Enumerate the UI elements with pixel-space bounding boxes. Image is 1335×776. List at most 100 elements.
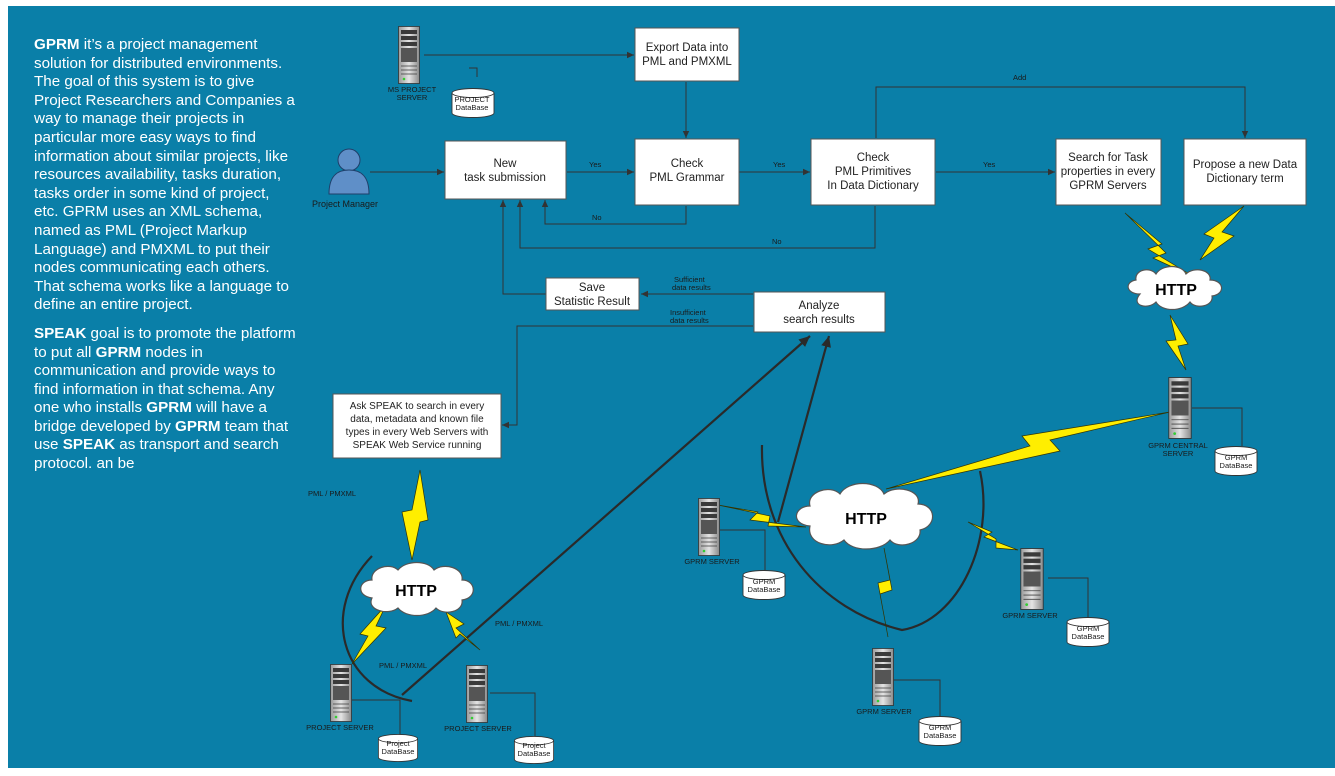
svg-text:GPRM: GPRM <box>1225 453 1248 462</box>
svg-text:Ask SPEAK to search in every: Ask SPEAK to search in every <box>350 401 485 412</box>
svg-text:New: New <box>493 158 517 170</box>
edge-label-sufficient: Sufficient <box>674 275 706 284</box>
http-cloud-left: HTTP <box>360 561 474 617</box>
edge-label-pml: PML / PMXML <box>379 661 427 670</box>
project-db-2-link <box>490 692 536 736</box>
svg-text:search results: search results <box>783 314 855 326</box>
svg-text:PROJECT SERVER: PROJECT SERVER <box>306 723 374 732</box>
project-db-1-link <box>352 699 401 736</box>
svg-text:Project: Project <box>386 739 410 748</box>
edge-label-no: No <box>592 213 602 222</box>
box-search-task: Search for Task properties in every GPRM… <box>1055 138 1162 206</box>
project-manager: Project Manager <box>312 148 378 209</box>
server-icon <box>698 498 720 556</box>
svg-text:GPRM CENTRAL: GPRM CENTRAL <box>1148 441 1208 450</box>
intro-paragraph-speak: SPEAK goal is to promote the platform to… <box>34 324 296 473</box>
svg-text:DataBase: DataBase <box>748 585 781 594</box>
box-analyze: Analyze search results <box>753 291 886 333</box>
svg-text:types in every Web Servers wit: types in every Web Servers with <box>346 427 489 438</box>
svg-text:DataBase: DataBase <box>1220 461 1253 470</box>
edge-label-pml: PML / PMXML <box>495 619 543 628</box>
svg-text:GPRM SERVER: GPRM SERVER <box>1002 611 1058 620</box>
lightning-icon <box>351 604 387 665</box>
central-db-link <box>1192 407 1243 446</box>
svg-text:MS PROJECT: MS PROJECT <box>388 85 437 94</box>
svg-text:DataBase: DataBase <box>924 731 957 740</box>
gprm-database-right: GPRM DataBase <box>1066 617 1110 647</box>
svg-text:Check: Check <box>671 158 704 170</box>
project-manager-label: Project Manager <box>312 199 378 209</box>
lightning-icon <box>885 411 1171 490</box>
edge-labels: Yes Yes Yes No No Add Sufficient data re… <box>308 73 1026 670</box>
svg-text:GPRM SERVER: GPRM SERVER <box>856 707 912 716</box>
svg-text:PROJECT SERVER: PROJECT SERVER <box>444 724 512 733</box>
edge-label-no: No <box>772 237 782 246</box>
edge-label-yes: Yes <box>773 160 785 169</box>
svg-text:task submission: task submission <box>464 172 546 184</box>
svg-text:Propose a new Data: Propose a new Data <box>1193 159 1298 171</box>
grammar-no-arrow <box>541 200 687 225</box>
server-icon <box>1020 548 1044 610</box>
connectors <box>352 51 1249 736</box>
project-database-2: Project DataBase <box>513 736 555 764</box>
intro-paragraph-gprm: GPRM it’s a project management solution … <box>34 36 295 314</box>
left-to-analyze-arrow <box>401 335 811 696</box>
project-database-1: Project DataBase <box>377 734 419 762</box>
lightning-icon <box>445 611 481 651</box>
edge-label-yes: Yes <box>983 160 995 169</box>
http-cloud-top: HTTP <box>1127 265 1223 311</box>
ms-db-link <box>469 67 478 77</box>
svg-text:properties in every: properties in every <box>1061 166 1156 178</box>
svg-text:DataBase: DataBase <box>1072 632 1105 641</box>
lightning-icon <box>1124 212 1197 279</box>
svg-text:Search for Task: Search for Task <box>1068 152 1148 164</box>
box-ask-speak: Ask SPEAK to search in every data, metad… <box>332 393 502 459</box>
svg-text:DataBase: DataBase <box>382 747 415 756</box>
lightning-bolts <box>351 205 1245 665</box>
svg-text:DataBase: DataBase <box>456 103 489 112</box>
ms-project-database: PROJECT DataBase <box>451 88 495 118</box>
svg-text:HTTP: HTTP <box>1155 282 1197 299</box>
edge-label-add: Add <box>1013 73 1026 82</box>
project-server-2: PROJECT SERVER <box>444 665 512 733</box>
server-icon <box>466 665 488 723</box>
gprm-central-database: GPRM DataBase <box>1214 446 1258 476</box>
svg-text:GPRM: GPRM <box>929 723 952 732</box>
save-to-task-arrow <box>499 200 546 295</box>
primitives-no-arrow <box>516 200 876 249</box>
lightning-icon <box>401 469 429 561</box>
svg-text:Statistic Result: Statistic Result <box>554 296 631 308</box>
intro-text: GPRM it’s a project management solution … <box>34 36 296 484</box>
svg-text:GPRM SERVER: GPRM SERVER <box>684 557 740 566</box>
svg-text:GPRM Servers: GPRM Servers <box>1069 180 1147 192</box>
svg-text:DataBase: DataBase <box>518 749 551 758</box>
person-icon <box>337 148 361 172</box>
http-cloud-middle: HTTP <box>795 482 934 550</box>
server-icon <box>398 26 420 84</box>
svg-text:SERVER: SERVER <box>1163 449 1194 458</box>
middle-to-analyze-arrow <box>776 335 831 523</box>
diagram-panel <box>8 6 1335 768</box>
svg-text:SPEAK Web Service running: SPEAK Web Service running <box>353 440 482 451</box>
svg-text:data, metadata and known file: data, metadata and known file <box>350 414 484 425</box>
box-check-primitives: Check PML Primitives In Data Dictionary <box>810 138 936 206</box>
svg-text:Check: Check <box>857 152 890 164</box>
lightning-icon <box>717 504 807 528</box>
gprm-bottom-db-link <box>890 679 941 716</box>
box-new-task: New task submission <box>444 140 567 200</box>
server-icon <box>872 648 894 706</box>
gprm-database-bottom: GPRM DataBase <box>918 716 962 746</box>
gprm-right-db-link <box>1048 577 1089 617</box>
svg-text:PROJECT: PROJECT <box>454 95 489 104</box>
svg-text:Export Data into: Export Data into <box>646 42 728 54</box>
svg-text:HTTP: HTTP <box>395 583 437 600</box>
svg-text:PML Grammar: PML Grammar <box>650 172 725 184</box>
edge-label-pml: PML / PMXML <box>308 489 356 498</box>
svg-text:Save: Save <box>579 282 605 294</box>
lightning-icon <box>1165 314 1189 371</box>
gprm-server-bottom: GPRM SERVER <box>856 648 912 716</box>
box-save-result: Save Statistic Result <box>545 277 640 311</box>
ms-project-server: MS PROJECT SERVER <box>388 26 437 102</box>
edge-label-insufficient: Insufficient <box>670 308 707 317</box>
